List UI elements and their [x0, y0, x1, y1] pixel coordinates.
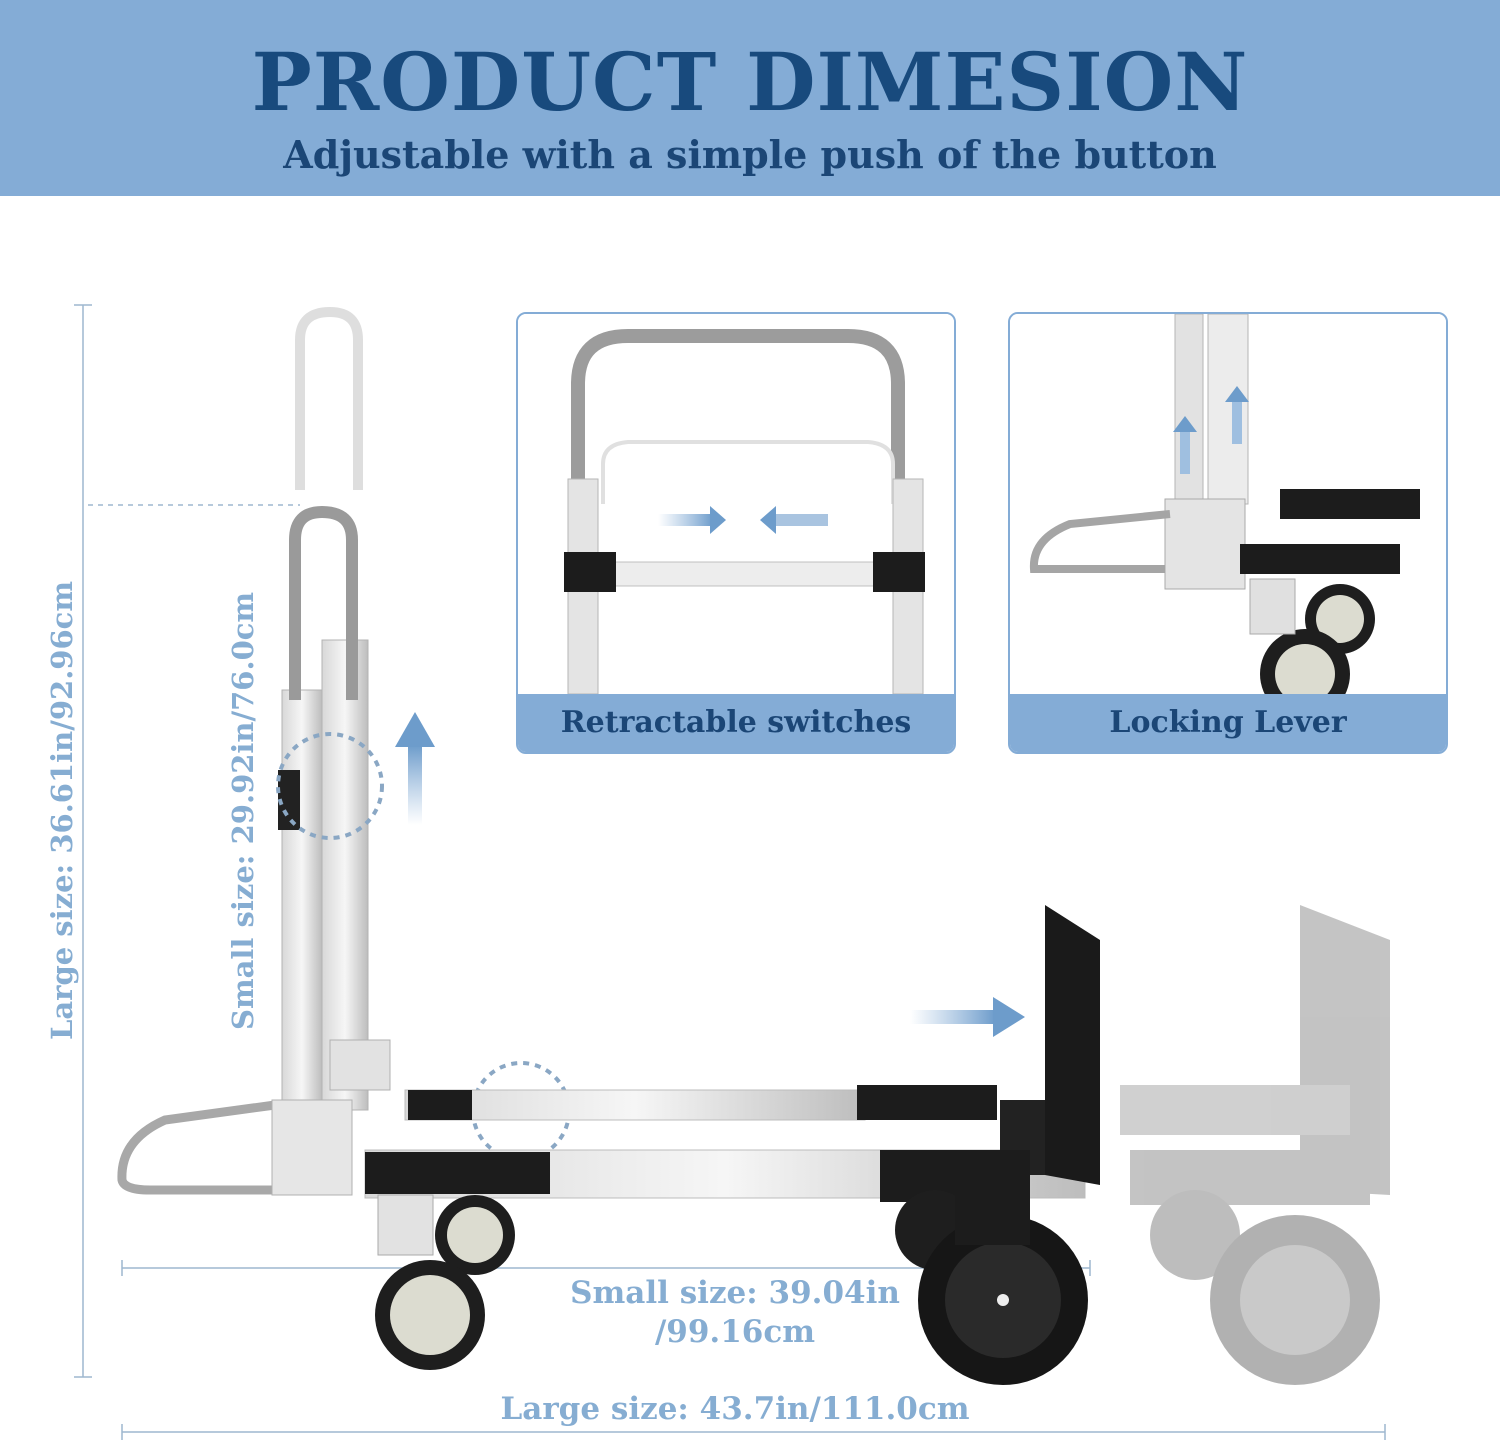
page-subtitle: Adjustable with a simple push of the but… — [283, 132, 1217, 177]
panel-caption-locking-lever: Locking Lever — [1010, 694, 1446, 752]
small-length-label-line1: Small size: 39.04in — [570, 1275, 900, 1311]
retractable-switches-photo — [518, 314, 954, 694]
small-height-label: Small size: 29.92in/76.0cm — [226, 591, 260, 1030]
large-height-label: Large size: 36.61in/92.96cm — [45, 580, 79, 1040]
up-arrow-icon — [395, 712, 435, 825]
lock-highlight-circle — [276, 732, 384, 840]
extended-handle-ghost — [295, 306, 363, 490]
large-length-label: Large size: 43.7in/111.0cm — [500, 1391, 970, 1427]
page-title: PRODUCT DIMESION — [251, 35, 1249, 129]
detail-panel-retractable-switches: Retractable switches — [516, 312, 956, 754]
wheels — [375, 1150, 1088, 1385]
right-arrow-icon — [910, 997, 1025, 1037]
small-length-label-line2: /99.16cm — [654, 1314, 816, 1350]
front-handle — [117, 1100, 276, 1195]
locking-lever-photo — [1010, 314, 1446, 694]
panel-caption-retractable-switches: Retractable switches — [518, 694, 954, 752]
detail-panel-locking-lever: Locking Lever — [1008, 312, 1448, 754]
upright-frame — [278, 505, 391, 1111]
nose-plate — [1045, 905, 1100, 1185]
extended-base-ghost — [1120, 905, 1390, 1385]
hand-truck-illustration — [74, 304, 1390, 1440]
header-banner: PRODUCT DIMESION Adjustable with a simpl… — [0, 0, 1500, 196]
